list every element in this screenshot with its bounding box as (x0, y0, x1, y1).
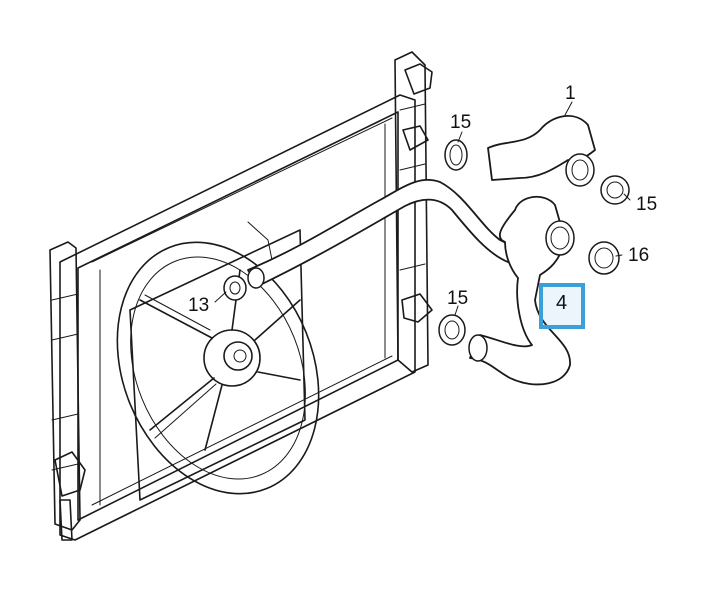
highlight-box[interactable] (539, 283, 585, 329)
clamp-15-right (600, 175, 630, 205)
callout-16: 16 (628, 245, 650, 266)
callout-15-top: 15 (450, 112, 472, 133)
radiator-assembly (49, 51, 433, 541)
heater-hose (247, 178, 517, 289)
leader-lines (214, 101, 631, 316)
hose-1 (487, 115, 596, 187)
callout-15-lower: 15 (447, 288, 469, 309)
clamp-15-lower (438, 314, 466, 346)
callout-13: 13 (188, 295, 210, 316)
callout-1: 1 (565, 83, 576, 104)
callout-4: 4 (556, 292, 568, 314)
callout-15-right: 15 (636, 194, 658, 215)
clamp-13 (223, 275, 247, 301)
clamp-15-top (444, 139, 468, 171)
clamp-16 (588, 241, 620, 275)
hose-4 (468, 196, 575, 386)
